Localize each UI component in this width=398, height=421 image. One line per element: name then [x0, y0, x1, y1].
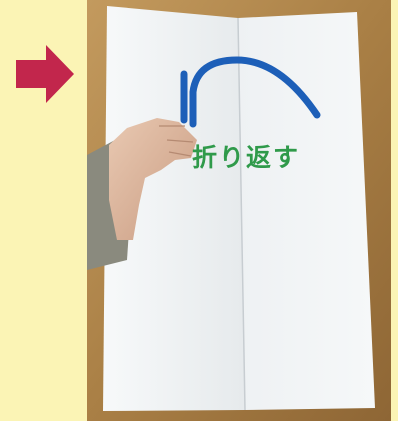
hand	[109, 118, 197, 240]
curved-fold-arrow-icon	[180, 56, 321, 128]
paper-left-half	[103, 6, 245, 411]
photo-svg	[87, 0, 391, 421]
fold-crease	[237, 17, 246, 411]
fold-back-caption: 折り返す	[192, 143, 301, 172]
photo-frame	[87, 0, 391, 421]
paper-right-half	[238, 12, 375, 410]
right-arrow-icon	[14, 43, 76, 105]
